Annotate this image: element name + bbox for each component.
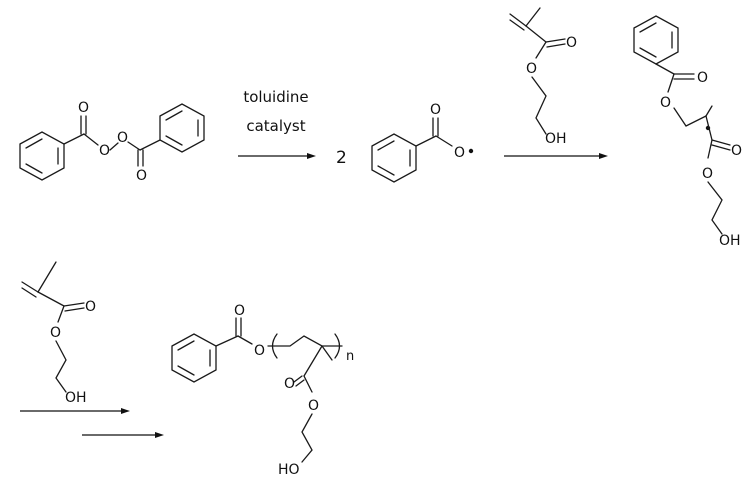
bpo-oxygen-to-right-carbonyl xyxy=(127,141,141,151)
hema2-vinyl-double-bond xyxy=(21,281,39,298)
hema1-to-carbonyl xyxy=(525,25,547,43)
hema2-ester-oxygen: O xyxy=(50,325,61,341)
arrow-1-head xyxy=(307,153,316,159)
arrow-4-head xyxy=(155,432,164,438)
condition-catalyst: catalyst xyxy=(246,117,305,135)
benzoyl-peroxide: O O O O xyxy=(19,100,205,184)
bpo-left-carbonyl-oxygen: O xyxy=(78,100,89,116)
reaction-arrow-4 xyxy=(82,432,164,438)
hema1-ethylene-chain xyxy=(531,76,547,135)
product-backbone-methyl xyxy=(321,345,333,361)
adduct-carbonyl-double xyxy=(711,139,731,151)
product-benzoyl-carbonyl-double xyxy=(235,317,242,337)
bpo-peroxide-oxygen-2: O xyxy=(117,130,128,146)
product-side-carbonyl-to-oxygen xyxy=(303,375,313,393)
hema2-carbonyl-to-ester-oxygen xyxy=(57,305,65,323)
product-benzene-ring xyxy=(171,333,217,383)
arrow-2-head xyxy=(599,153,608,159)
radical-carbonyl-double xyxy=(432,117,439,137)
reaction-arrow-1: toluidine catalyst xyxy=(238,88,316,159)
reaction-arrow-2 xyxy=(504,153,608,159)
adduct-benzoyl-carbonyl-double xyxy=(673,73,695,80)
bpo-right-carbonyl-double xyxy=(137,149,144,167)
product-to-side-carbonyl xyxy=(303,345,323,377)
hema1-carbonyl-oxygen: O xyxy=(566,35,577,51)
stoichiometric-coefficient: 2 xyxy=(336,148,347,168)
adduct-benzene-ring xyxy=(633,15,679,65)
product-side-carbonyl-oxygen: O xyxy=(284,376,295,392)
condition-toluidine: toluidine xyxy=(243,88,308,106)
bpo-left-benzene-ring xyxy=(19,131,65,181)
adduct-ring-inner-bonds xyxy=(639,22,673,58)
adduct-ch2 xyxy=(673,107,707,127)
hema2-to-carbonyl xyxy=(37,291,65,307)
hema2-hydroxyl: OH xyxy=(65,390,87,406)
radical-ring-inner-bonds xyxy=(377,140,411,176)
arrow-3-head xyxy=(121,408,130,414)
product-ester-oxygen: O xyxy=(254,343,265,359)
product-backbone xyxy=(267,335,343,347)
bpo-left-ring-to-carbonyl xyxy=(63,133,85,145)
product-side-carbonyl-double xyxy=(293,375,305,387)
product-side-ester-oxygen: O xyxy=(308,398,319,414)
hema1-ester-oxygen: O xyxy=(526,61,537,77)
adduct-hydroxyl: OH xyxy=(719,233,741,249)
hema2-methyl xyxy=(37,261,57,293)
adduct-to-carbonyl xyxy=(705,115,713,141)
bpo-right-benzene-ring xyxy=(159,103,205,153)
hema-monomer-1: O O OH xyxy=(509,7,577,147)
hema-monomer-2: O O OH xyxy=(21,261,96,406)
product-ring-inner-bonds xyxy=(177,340,211,376)
repeat-unit-subscript: n xyxy=(346,349,354,364)
product-ring-to-carbonyl xyxy=(215,335,239,347)
bpo-right-carbonyl-oxygen: O xyxy=(136,168,147,184)
radical-carbonyl-oxygen: O xyxy=(430,102,441,118)
adduct-carbonyl-to-ester-oxygen xyxy=(667,73,675,93)
bpo-left-carbonyl-to-oxygen xyxy=(83,133,99,146)
adduct-methyl xyxy=(705,105,713,117)
hema2-carbonyl-double xyxy=(63,302,85,312)
hema1-hydroxyl: OH xyxy=(545,131,567,147)
adduct-ethylene-chain xyxy=(707,181,723,235)
bpo-right-carbonyl-to-ring xyxy=(139,139,161,151)
product-hydroxyl: HO xyxy=(278,462,300,478)
bpo-right-ring-inner-bonds xyxy=(165,110,199,146)
reaction-arrow-3 xyxy=(20,408,130,414)
hema1-carbonyl-to-ester-oxygen xyxy=(535,41,547,59)
radical-ring-to-carbonyl xyxy=(415,135,437,147)
hema1-vinyl-double-bond xyxy=(509,13,527,31)
hema1-carbonyl-double xyxy=(545,38,566,48)
adduct-ester-oxygen: O xyxy=(660,95,671,111)
repeat-bracket-right xyxy=(334,333,341,359)
hema2-carbonyl-oxygen: O xyxy=(85,299,96,315)
bpo-peroxide-oxygen-1: O xyxy=(99,143,110,159)
radical-oxygen: O xyxy=(454,145,465,161)
hema1-methyl xyxy=(525,7,541,27)
radical-adduct: O O O O OH xyxy=(633,15,742,249)
radical-carbonyl-to-oxygen xyxy=(435,135,453,147)
polyhema-product: O O n O O HO xyxy=(171,303,354,478)
product-carbonyl-to-ester-oxygen xyxy=(237,335,253,345)
hema2-ethylene-chain xyxy=(55,340,67,393)
bpo-left-ring-inner-bonds xyxy=(25,138,59,174)
product-benzoyl-carbonyl-oxygen: O xyxy=(234,303,245,319)
radical-benzene-ring xyxy=(371,133,417,183)
adduct-ring-to-carbonyl xyxy=(655,63,675,75)
bpo-left-carbonyl-double xyxy=(80,115,87,135)
adduct-benzoyl-carbonyl-oxygen: O xyxy=(697,70,708,86)
bpo-peroxide-bond xyxy=(109,142,119,151)
adduct-carbonyl-to-ester-oxygen-2 xyxy=(707,139,713,159)
radical-dot xyxy=(468,148,474,154)
adduct-carbonyl-oxygen: O xyxy=(731,143,742,159)
adduct-ester-oxygen-2: O xyxy=(702,166,713,182)
product-side-ethylene-chain xyxy=(301,413,313,463)
benzoyloxy-radical: 2 O O xyxy=(336,102,474,183)
